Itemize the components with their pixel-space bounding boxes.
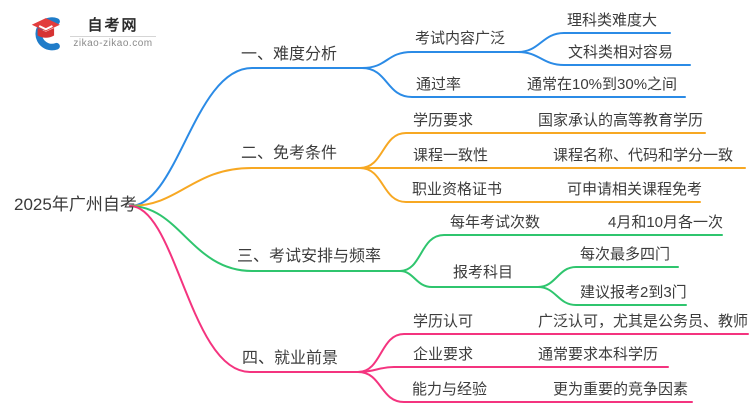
node-exams-per-year: 每年考试次数 <box>450 214 541 231</box>
node-pass-rate: 通过率 <box>416 76 462 93</box>
node-liberal-arts-easier: 文科类相对容易 <box>568 44 674 61</box>
branch-career-connectors <box>129 205 749 403</box>
node-course-match-detail: 课程名称、代码和学分一致 <box>553 147 734 164</box>
node-april-october: 4月和10月各一次 <box>608 214 724 231</box>
node-exam-schedule: 三、考试安排与频率 <box>237 248 382 265</box>
node-course-consistency: 课程一致性 <box>413 147 489 164</box>
node-degree-recognition: 学历认可 <box>413 313 474 330</box>
logo-divider <box>70 35 156 37</box>
node-ability-experience: 能力与经验 <box>412 381 488 398</box>
node-subjects-registered: 报考科目 <box>453 264 514 281</box>
graduation-cap-icon <box>31 17 60 51</box>
node-exemption-conditions: 二、免考条件 <box>241 145 338 162</box>
node-max-four-subjects: 每次最多四门 <box>580 246 671 263</box>
node-certificate-exemption: 可申请相关课程免考 <box>567 181 703 198</box>
logo-title: 自考网 <box>87 16 139 34</box>
logo-domain: zikao-zikao.com <box>73 37 153 49</box>
node-bachelor-required: 通常要求本科学历 <box>538 346 659 363</box>
node-pass-rate-range: 通常在10%到30%之间 <box>527 76 678 93</box>
node-exam-content-broad: 考试内容广泛 <box>415 30 506 47</box>
node-recognition-detail: 广泛认可，尤其是公务员、教师 <box>538 313 749 330</box>
node-science-harder: 理科类难度大 <box>567 12 658 29</box>
node-competitive-factor: 更为重要的竞争因素 <box>553 381 689 398</box>
node-suggest-two-three: 建议报考2到3门 <box>580 284 687 301</box>
node-professional-certificate: 职业资格证书 <box>412 181 503 198</box>
root-node: 2025年广州自考 <box>14 195 137 214</box>
node-recognized-higher-education: 国家承认的高等教育学历 <box>538 112 704 129</box>
node-career-prospects: 四、就业前景 <box>242 350 339 367</box>
node-difficulty-analysis: 一、难度分析 <box>241 46 338 63</box>
node-education-requirement: 学历要求 <box>413 112 474 129</box>
site-logo[interactable]: 自考网 zikao-zikao.com <box>26 14 156 52</box>
node-employer-requirement: 企业要求 <box>413 346 474 363</box>
